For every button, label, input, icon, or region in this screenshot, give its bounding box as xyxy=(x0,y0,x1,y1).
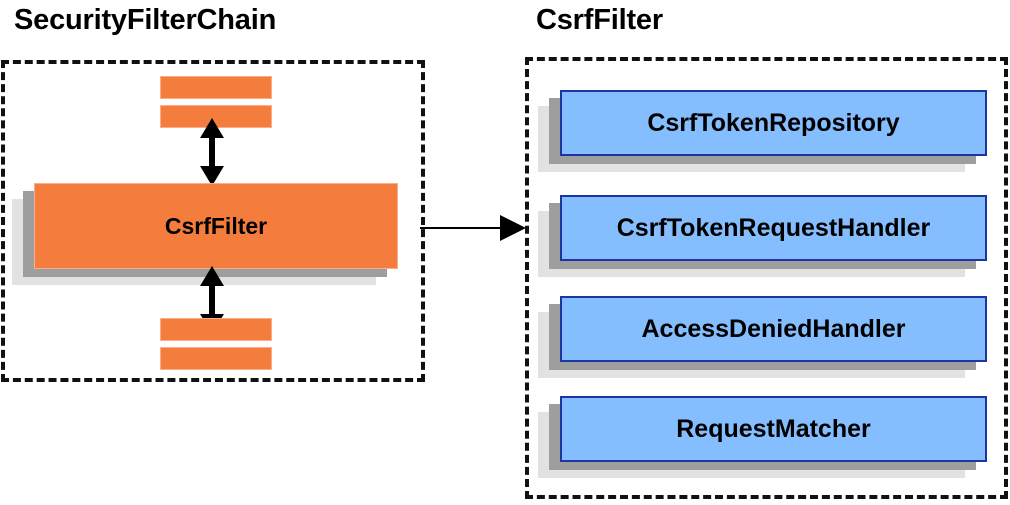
bidirectional-arrow-icon-top xyxy=(200,118,224,186)
filter-stub-bar-bottom-2 xyxy=(160,347,272,370)
group-box-csrf-filter-detail xyxy=(525,57,1008,499)
filter-stub-bar-bottom-1 xyxy=(160,318,272,341)
filter-stub-bar-top-1 xyxy=(160,76,272,99)
page-title-csrf-filter: CsrfFilter xyxy=(536,4,663,36)
connector-arrow-icon xyxy=(420,215,526,241)
filter-box-label: CsrfFilter xyxy=(34,183,398,269)
component-box-label: RequestMatcher xyxy=(560,396,987,462)
component-box-label: CsrfTokenRepository xyxy=(560,90,987,156)
filter-box-csrf-filter[interactable]: CsrfFilter xyxy=(12,183,398,285)
component-box-access-denied-handler[interactable]: AccessDeniedHandler xyxy=(538,296,987,378)
group-box-security-filter-chain xyxy=(1,60,425,382)
component-box-label: CsrfTokenRequestHandler xyxy=(560,195,987,261)
page-title-security-filter-chain: SecurityFilterChain xyxy=(14,4,277,36)
component-box-csrf-token-repository[interactable]: CsrfTokenRepository xyxy=(538,90,987,172)
component-box-request-matcher[interactable]: RequestMatcher xyxy=(538,396,987,478)
component-box-label: AccessDeniedHandler xyxy=(560,296,987,362)
component-box-csrf-token-request-handler[interactable]: CsrfTokenRequestHandler xyxy=(538,195,987,277)
